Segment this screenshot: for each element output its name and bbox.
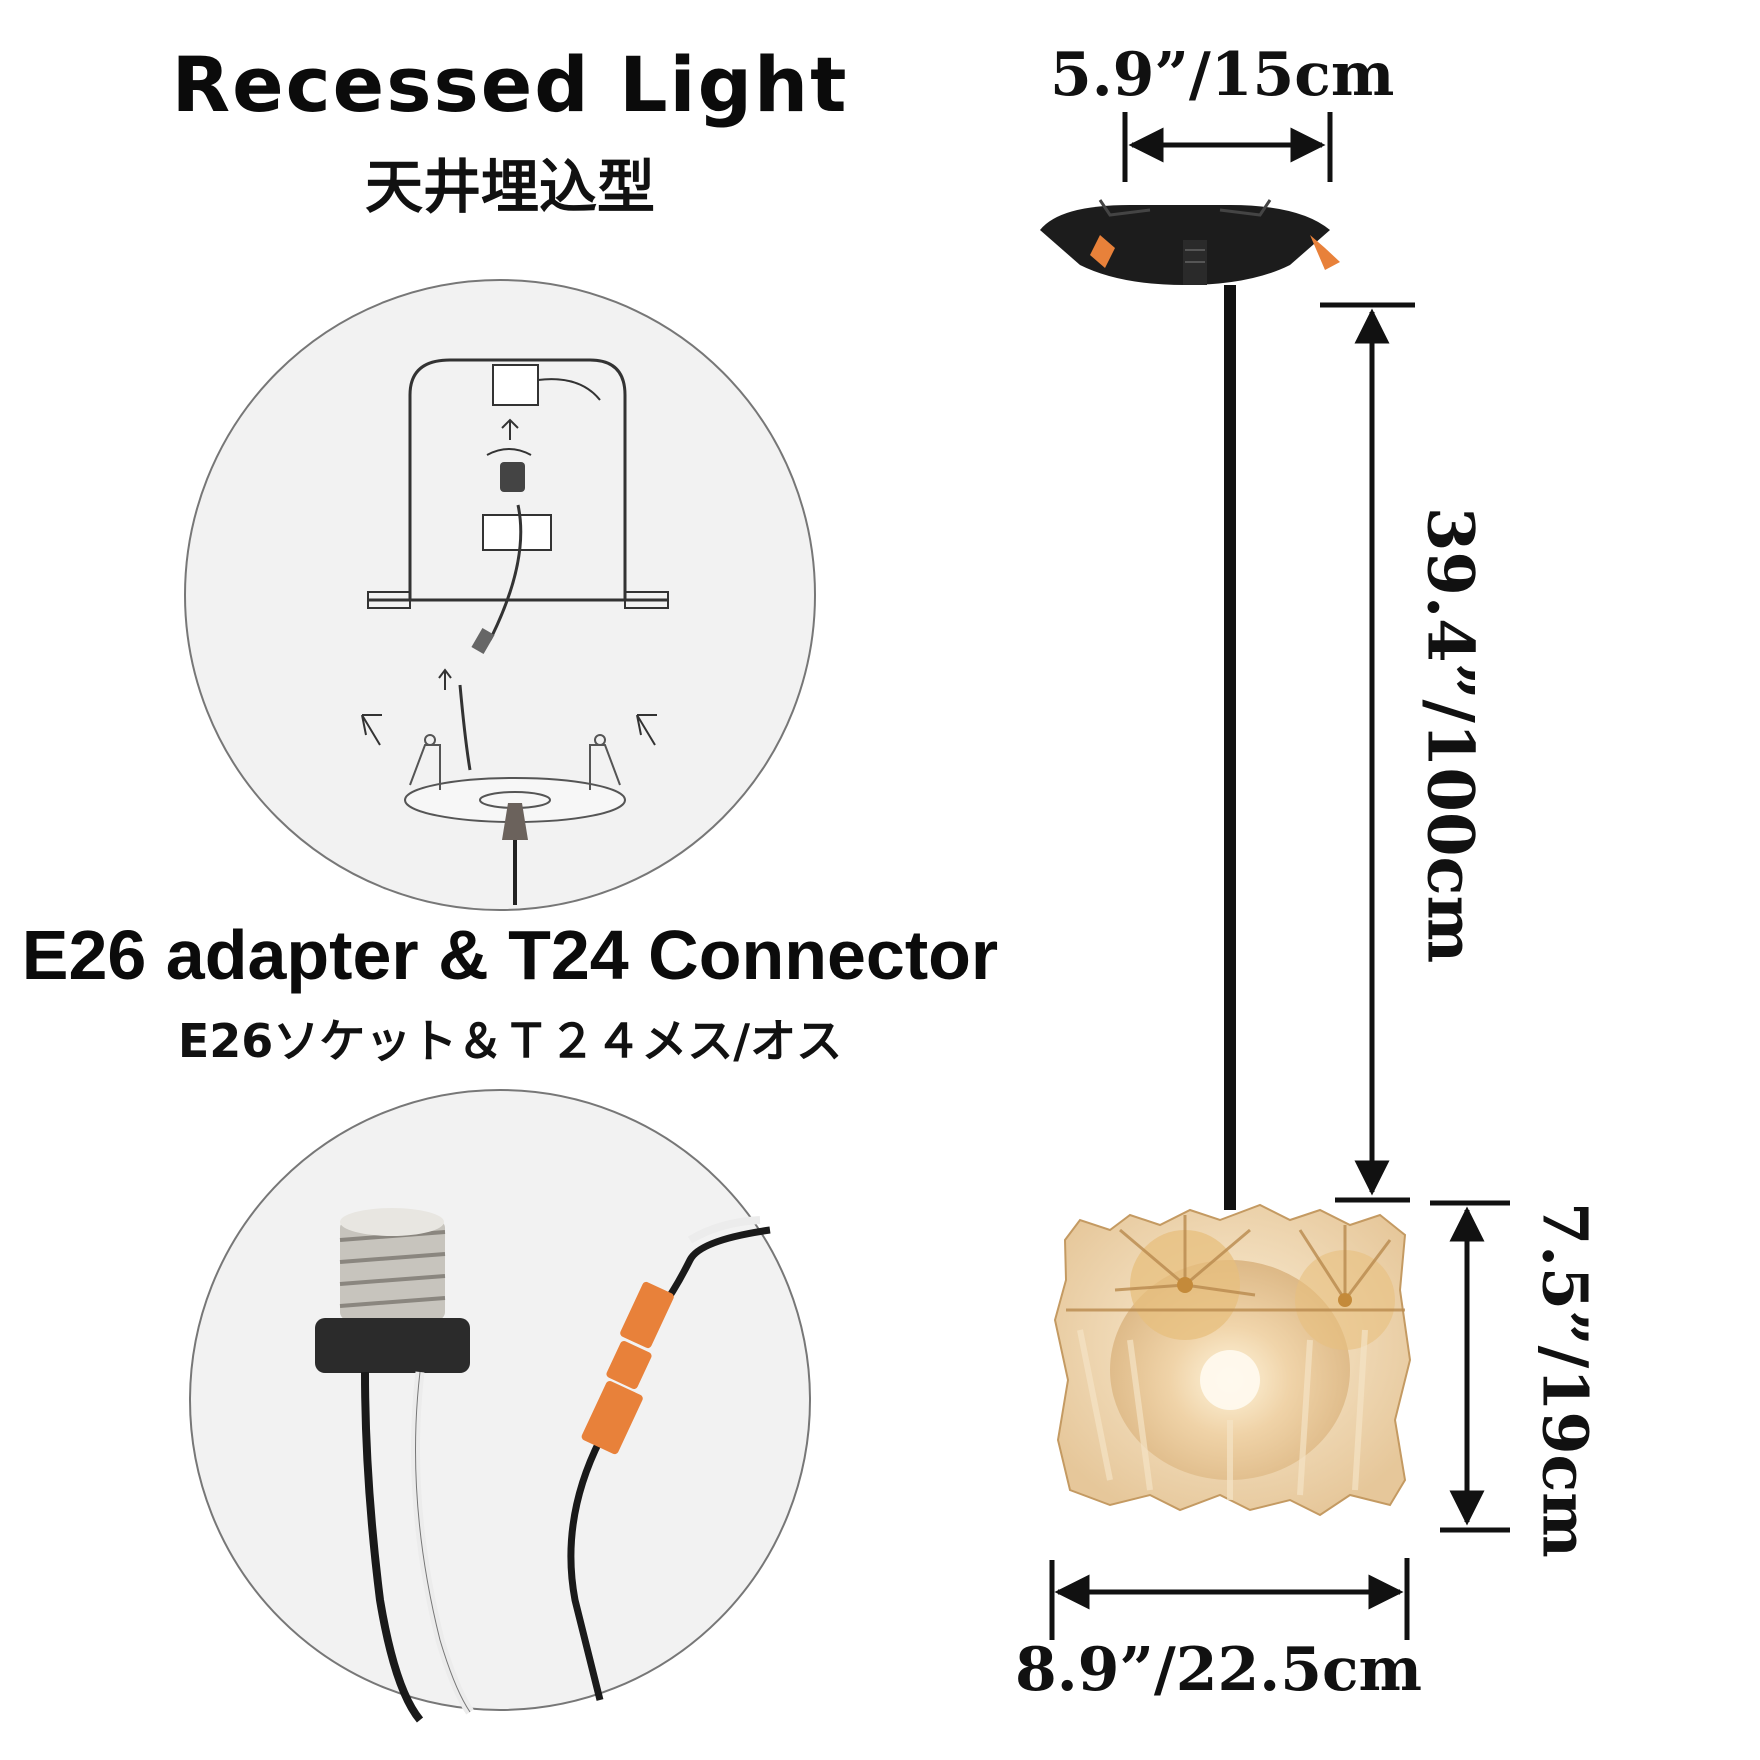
connector-subtitle: E26ソケット＆Ｔ２４メス/オス — [177, 1014, 843, 1068]
t24-connector — [581, 1281, 674, 1455]
recessed-light-title: Recessed Light — [171, 40, 849, 129]
e26-adapter — [315, 1208, 470, 1373]
connector-photo — [189, 1089, 811, 1723]
recessed-light-subtitle: 天井埋込型 — [364, 153, 655, 221]
shade-height-label: 7.5”/19cm — [1528, 1202, 1602, 1558]
dimension-lines — [1049, 112, 1510, 1640]
shade-width-label: 8.9”/22.5cm — [1015, 1635, 1422, 1705]
cord-length-label: 39.4”/100cm — [1412, 506, 1488, 964]
canopy-width-label: 5.9”/15cm — [1050, 40, 1395, 110]
canopy — [1040, 199, 1340, 285]
installation-diagram — [184, 279, 816, 911]
connector-title: E26 adapter & T24 Connector — [21, 916, 999, 994]
crystal-shade — [1053, 1203, 1412, 1517]
